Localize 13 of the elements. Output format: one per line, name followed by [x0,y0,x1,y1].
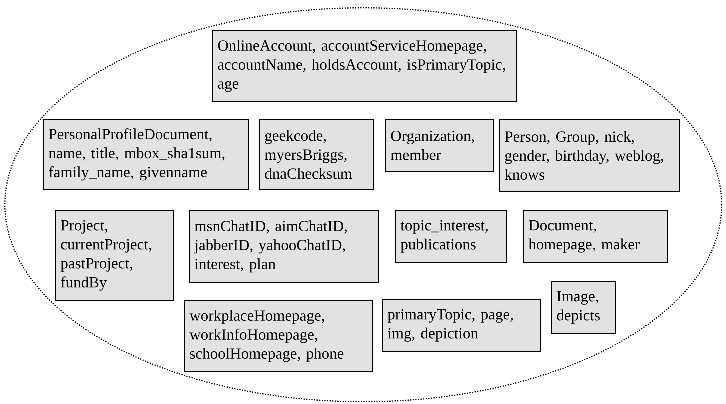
property-box: workplaceHomepage, workInfoHomepage, schoolHomepage, phone [184,300,374,372]
property-box: OnlineAccount, accountServiceHomepage, accountName, holdsAccount, isPrimaryTopic, age [212,30,518,102]
property-box: Project, currentProject, pastProject, fundBy [55,210,174,302]
property-box: topic_interest, publications [395,210,508,264]
dotted-ellipse [4,7,722,403]
property-box: primaryTopic, page, img, depiction [382,298,542,352]
property-box: msnChatID, aimChatID, jabberID, yahooChatID, interest, plan [189,210,380,284]
property-box: geekcode, myersBriggs, dnaChecksum [259,119,374,190]
property-box: PersonalProfileDocument, name, title, mbox_sha1sum, family_name, givenname [43,119,250,190]
property-box: Document, homepage, maker [523,210,668,264]
property-box: Image, depicts [551,280,616,334]
property-box: Organization, member [385,119,494,172]
property-box: Person, Group, nick, gender, birthday, weblog, knows [499,119,680,192]
